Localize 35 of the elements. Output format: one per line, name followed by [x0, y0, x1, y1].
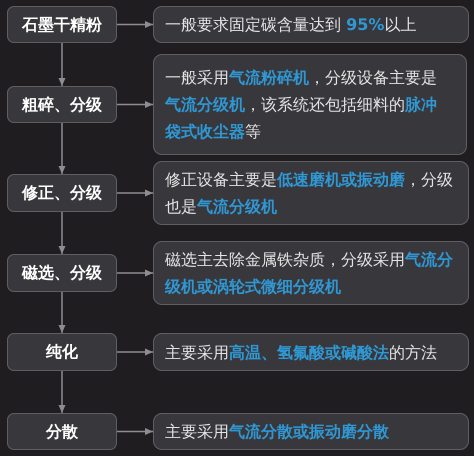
- description-text: 磁选主去除金属铁杂质，分级采用气流分级机或涡轮式微细分级机: [165, 249, 454, 298]
- description-box: [153, 6, 469, 43]
- description-box: [153, 333, 469, 371]
- description-text: 一般要求固定碳含量达到 95%以上: [165, 14, 418, 36]
- arrow: [58, 212, 66, 254]
- step-box: [7, 86, 117, 123]
- step-box: [7, 6, 117, 43]
- arrow: [117, 270, 153, 276]
- description-box: [153, 413, 469, 450]
- arrow: [58, 123, 66, 174]
- step-label: 粗碎、分级: [22, 94, 102, 114]
- arrow: [58, 292, 66, 333]
- arrow: [117, 101, 153, 108]
- step-box: [7, 413, 117, 450]
- arrow: [58, 371, 66, 413]
- arrow: [117, 428, 153, 435]
- step-label: 磁选、分级: [22, 263, 102, 283]
- arrow: [117, 21, 153, 28]
- description-text: 主要采用高温、氢氟酸或碱酸法的方法: [165, 342, 438, 364]
- description-box: [153, 161, 469, 225]
- step-box: [7, 254, 117, 292]
- description-text: 一般采用气流粉碎机，分级设备主要是气流分级机，该系统还包括细料的脉冲袋式收尘器等: [165, 67, 438, 143]
- description-box: [153, 54, 467, 155]
- description-text: 主要采用气流分散或振动磨分散: [165, 421, 390, 443]
- step-box: [7, 333, 117, 371]
- arrow: [58, 43, 66, 86]
- step-label: 纯化: [46, 342, 78, 362]
- arrow: [117, 190, 153, 196]
- description-text: 修正设备主要是低速磨机或振动磨，分级也是气流分级机: [165, 169, 454, 218]
- step-label: 石墨干精粉: [22, 14, 102, 34]
- description-box: [153, 241, 469, 305]
- arrow: [117, 348, 153, 356]
- step-label: 分散: [46, 422, 78, 442]
- step-box: [7, 174, 117, 212]
- step-label: 修正、分级: [22, 183, 102, 203]
